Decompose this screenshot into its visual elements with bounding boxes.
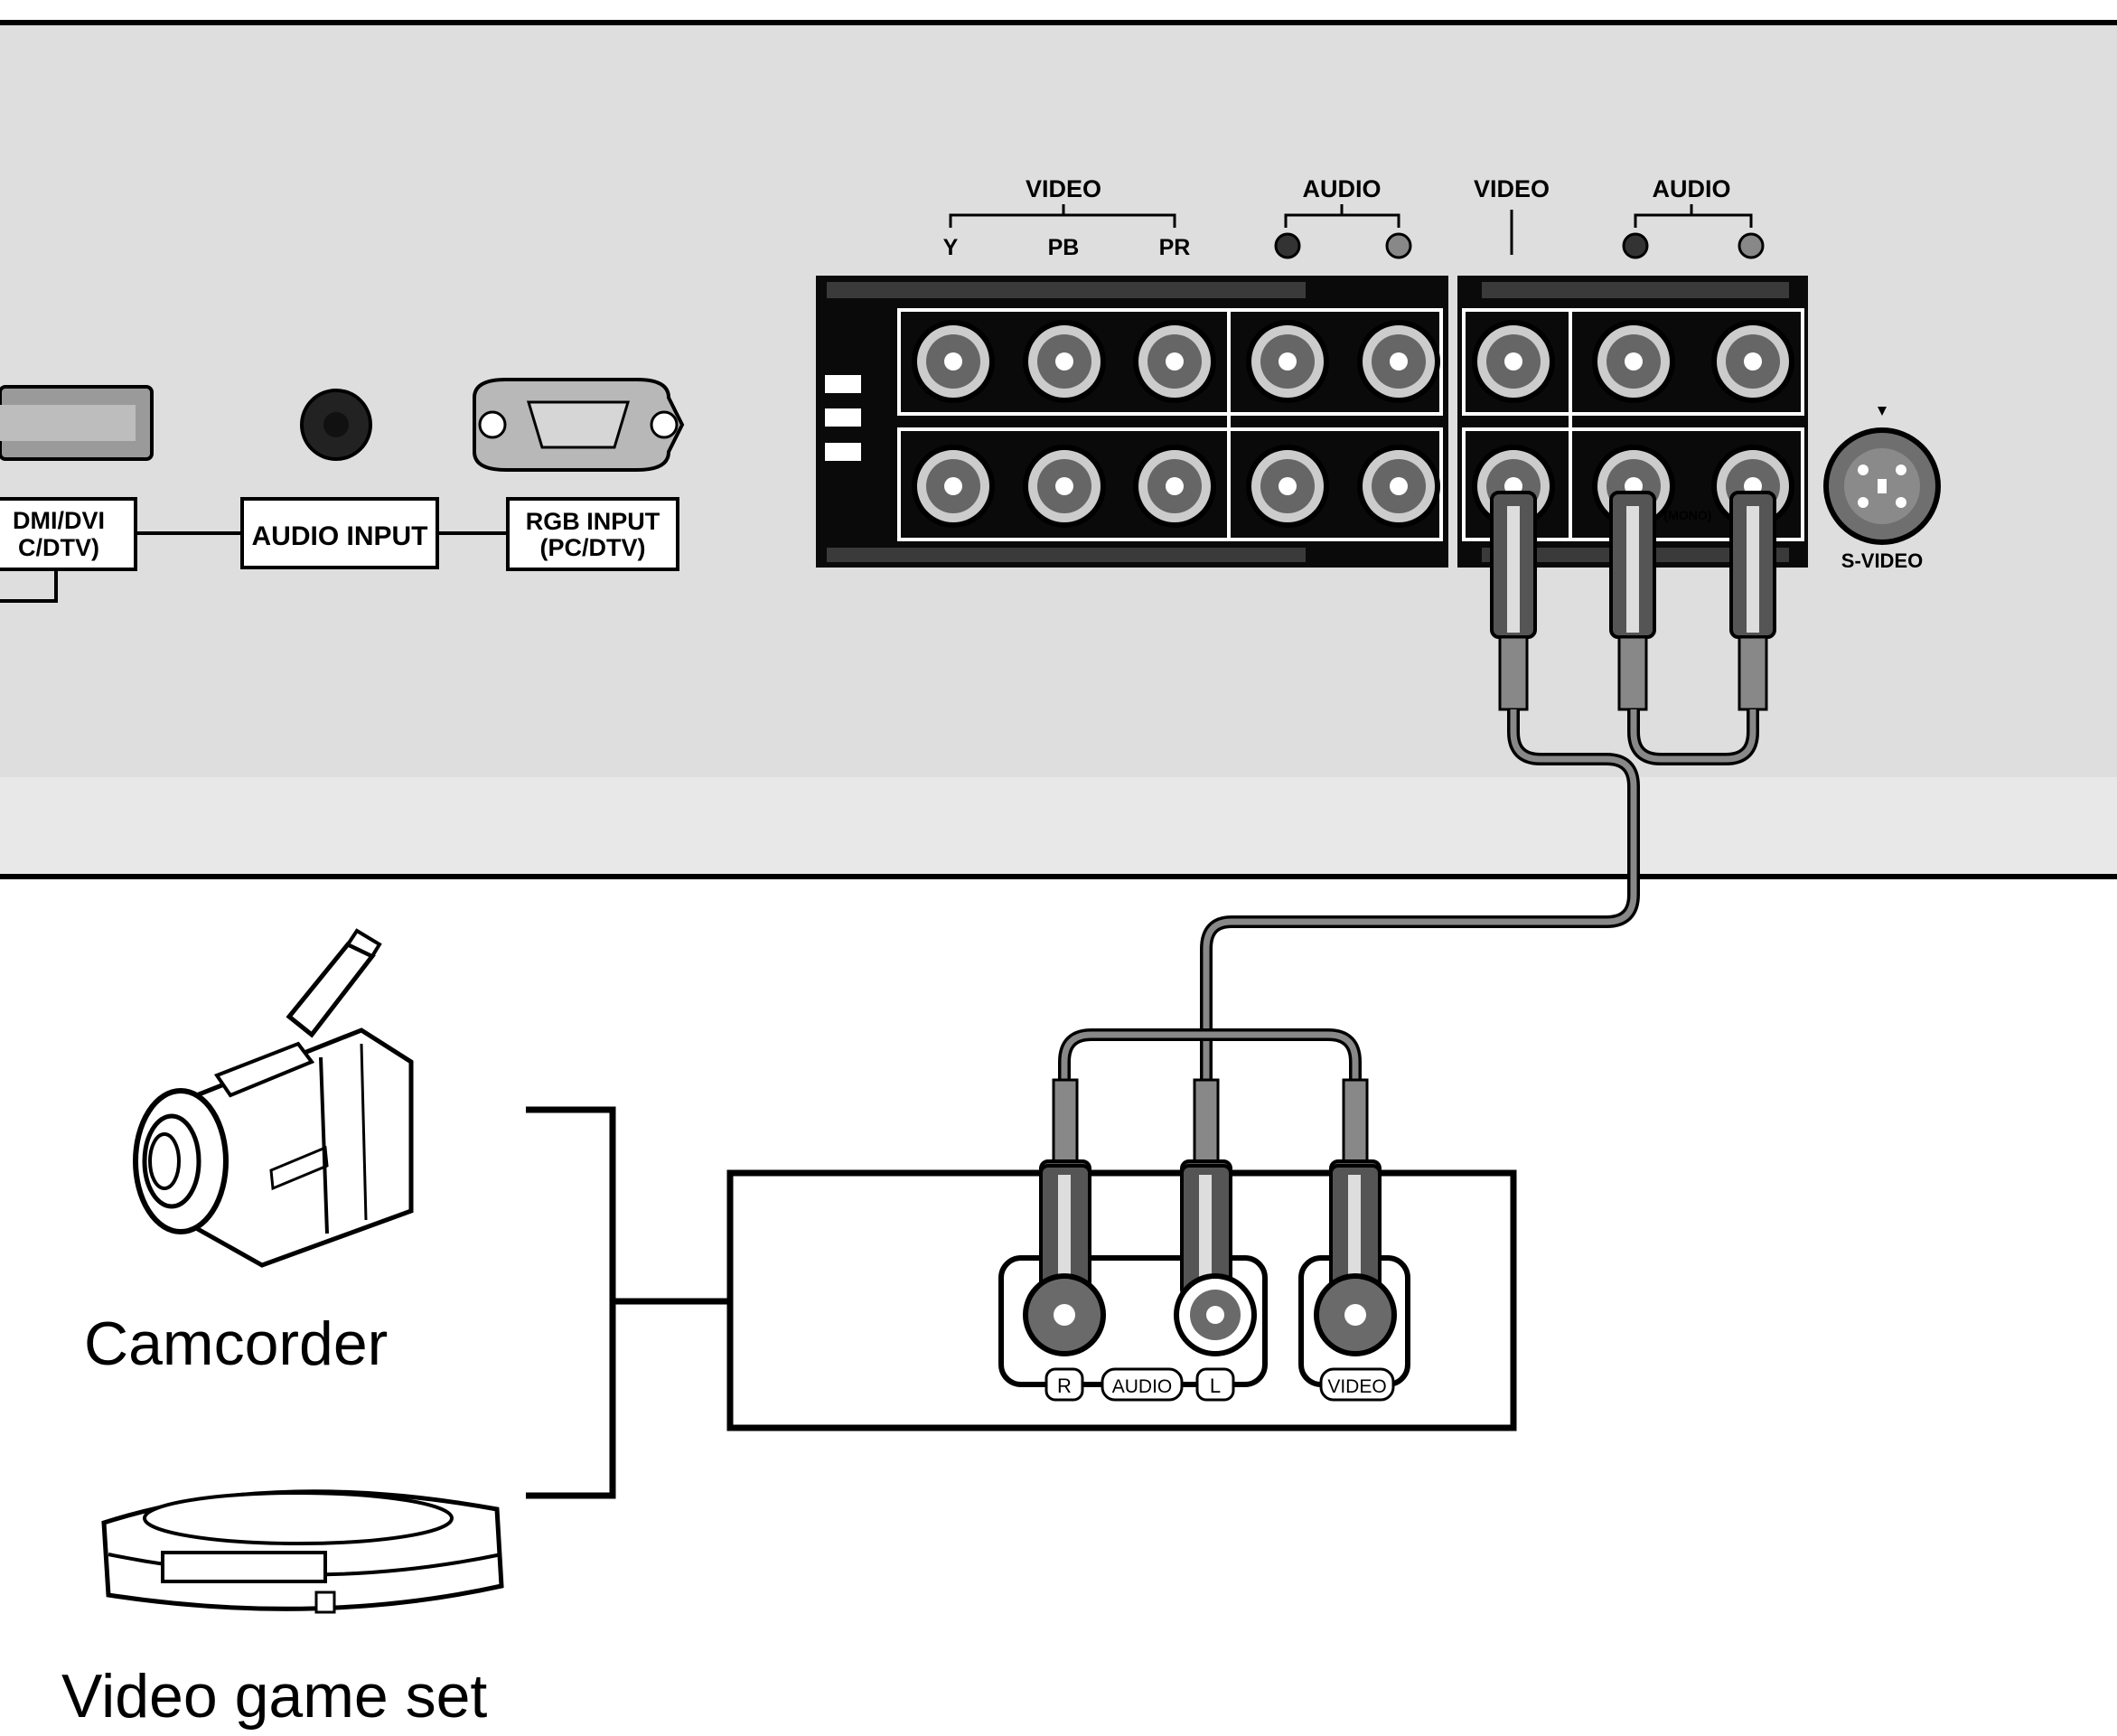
rca-jack (1592, 320, 1675, 403)
rca-jack (1023, 1273, 1106, 1356)
audio-input-jack (300, 389, 372, 461)
camcorder-label: Camcorder (84, 1309, 388, 1378)
rgb-input-label-box: RGB INPUT (PC/DTV) (506, 497, 679, 571)
device-jacks (1023, 1273, 1397, 1356)
rca-jack (1133, 445, 1216, 528)
svg-text:AUDIO INPUT: AUDIO INPUT (252, 521, 428, 551)
audio-input-label-box: AUDIO INPUT (240, 497, 439, 569)
rca-jack (1246, 320, 1329, 403)
video-game-label: Video game set (61, 1662, 487, 1731)
rca-jack (1023, 445, 1106, 528)
svg-text:PB: PB (1048, 235, 1080, 260)
svg-text:R: R (1057, 1375, 1072, 1397)
rca-plug (1609, 491, 1656, 711)
s-video-jack: S-VIDEO (1823, 407, 1941, 572)
rca-jack (1023, 320, 1106, 403)
rca-jack (1246, 445, 1329, 528)
svg-text:C/DTV): C/DTV) (18, 534, 99, 561)
camcorder-icon (133, 928, 414, 1268)
rca-plug (1729, 491, 1776, 711)
svg-text:VIDEO: VIDEO (1327, 1376, 1386, 1397)
svg-text:AUDIO: AUDIO (1303, 175, 1382, 202)
svg-text:VIDEO: VIDEO (1026, 175, 1101, 202)
svg-text:Y: Y (943, 235, 959, 260)
rca-jack (1174, 1273, 1257, 1356)
rca-jack (1472, 320, 1555, 403)
svg-text:S-VIDEO: S-VIDEO (1841, 549, 1923, 572)
svg-text:AUDIO: AUDIO (1653, 175, 1731, 202)
rca-plug (1490, 491, 1537, 711)
source-bracket (526, 1106, 730, 1499)
component-video-header: VIDEO Y PB PR (943, 175, 1191, 260)
svg-text:(PC/DTV): (PC/DTV) (540, 534, 646, 561)
rca-jack (1314, 1273, 1397, 1356)
panel-cable-bundle (1200, 491, 1776, 1089)
component-input-block (816, 276, 1448, 568)
rgb-dsub-port (473, 378, 685, 472)
component-audio-header: AUDIO (1274, 175, 1412, 259)
hdmi-port (0, 385, 154, 461)
svg-text:VIDEO: VIDEO (1474, 175, 1550, 202)
av-audio-header: AUDIO (1622, 175, 1765, 259)
rca-jack (912, 445, 995, 528)
svg-text:AUDIO: AUDIO (1112, 1376, 1173, 1397)
rca-jack (912, 320, 995, 403)
svg-text:L: L (1210, 1375, 1221, 1397)
rca-jack (1357, 445, 1440, 528)
rca-jack (1133, 320, 1216, 403)
av-video-header: VIDEO (1474, 175, 1550, 255)
rca-jack (1357, 320, 1440, 403)
device-jack-labels: R AUDIO L VIDEO (1044, 1367, 1395, 1402)
video-game-console-icon (101, 1489, 504, 1614)
svg-text:PR: PR (1159, 235, 1191, 260)
rca-jack (1711, 320, 1794, 403)
svg-text:(MONO): (MONO) (1664, 508, 1712, 522)
svg-text:DMI/DVI: DMI/DVI (13, 507, 105, 534)
svg-text:RGB INPUT: RGB INPUT (526, 508, 660, 535)
